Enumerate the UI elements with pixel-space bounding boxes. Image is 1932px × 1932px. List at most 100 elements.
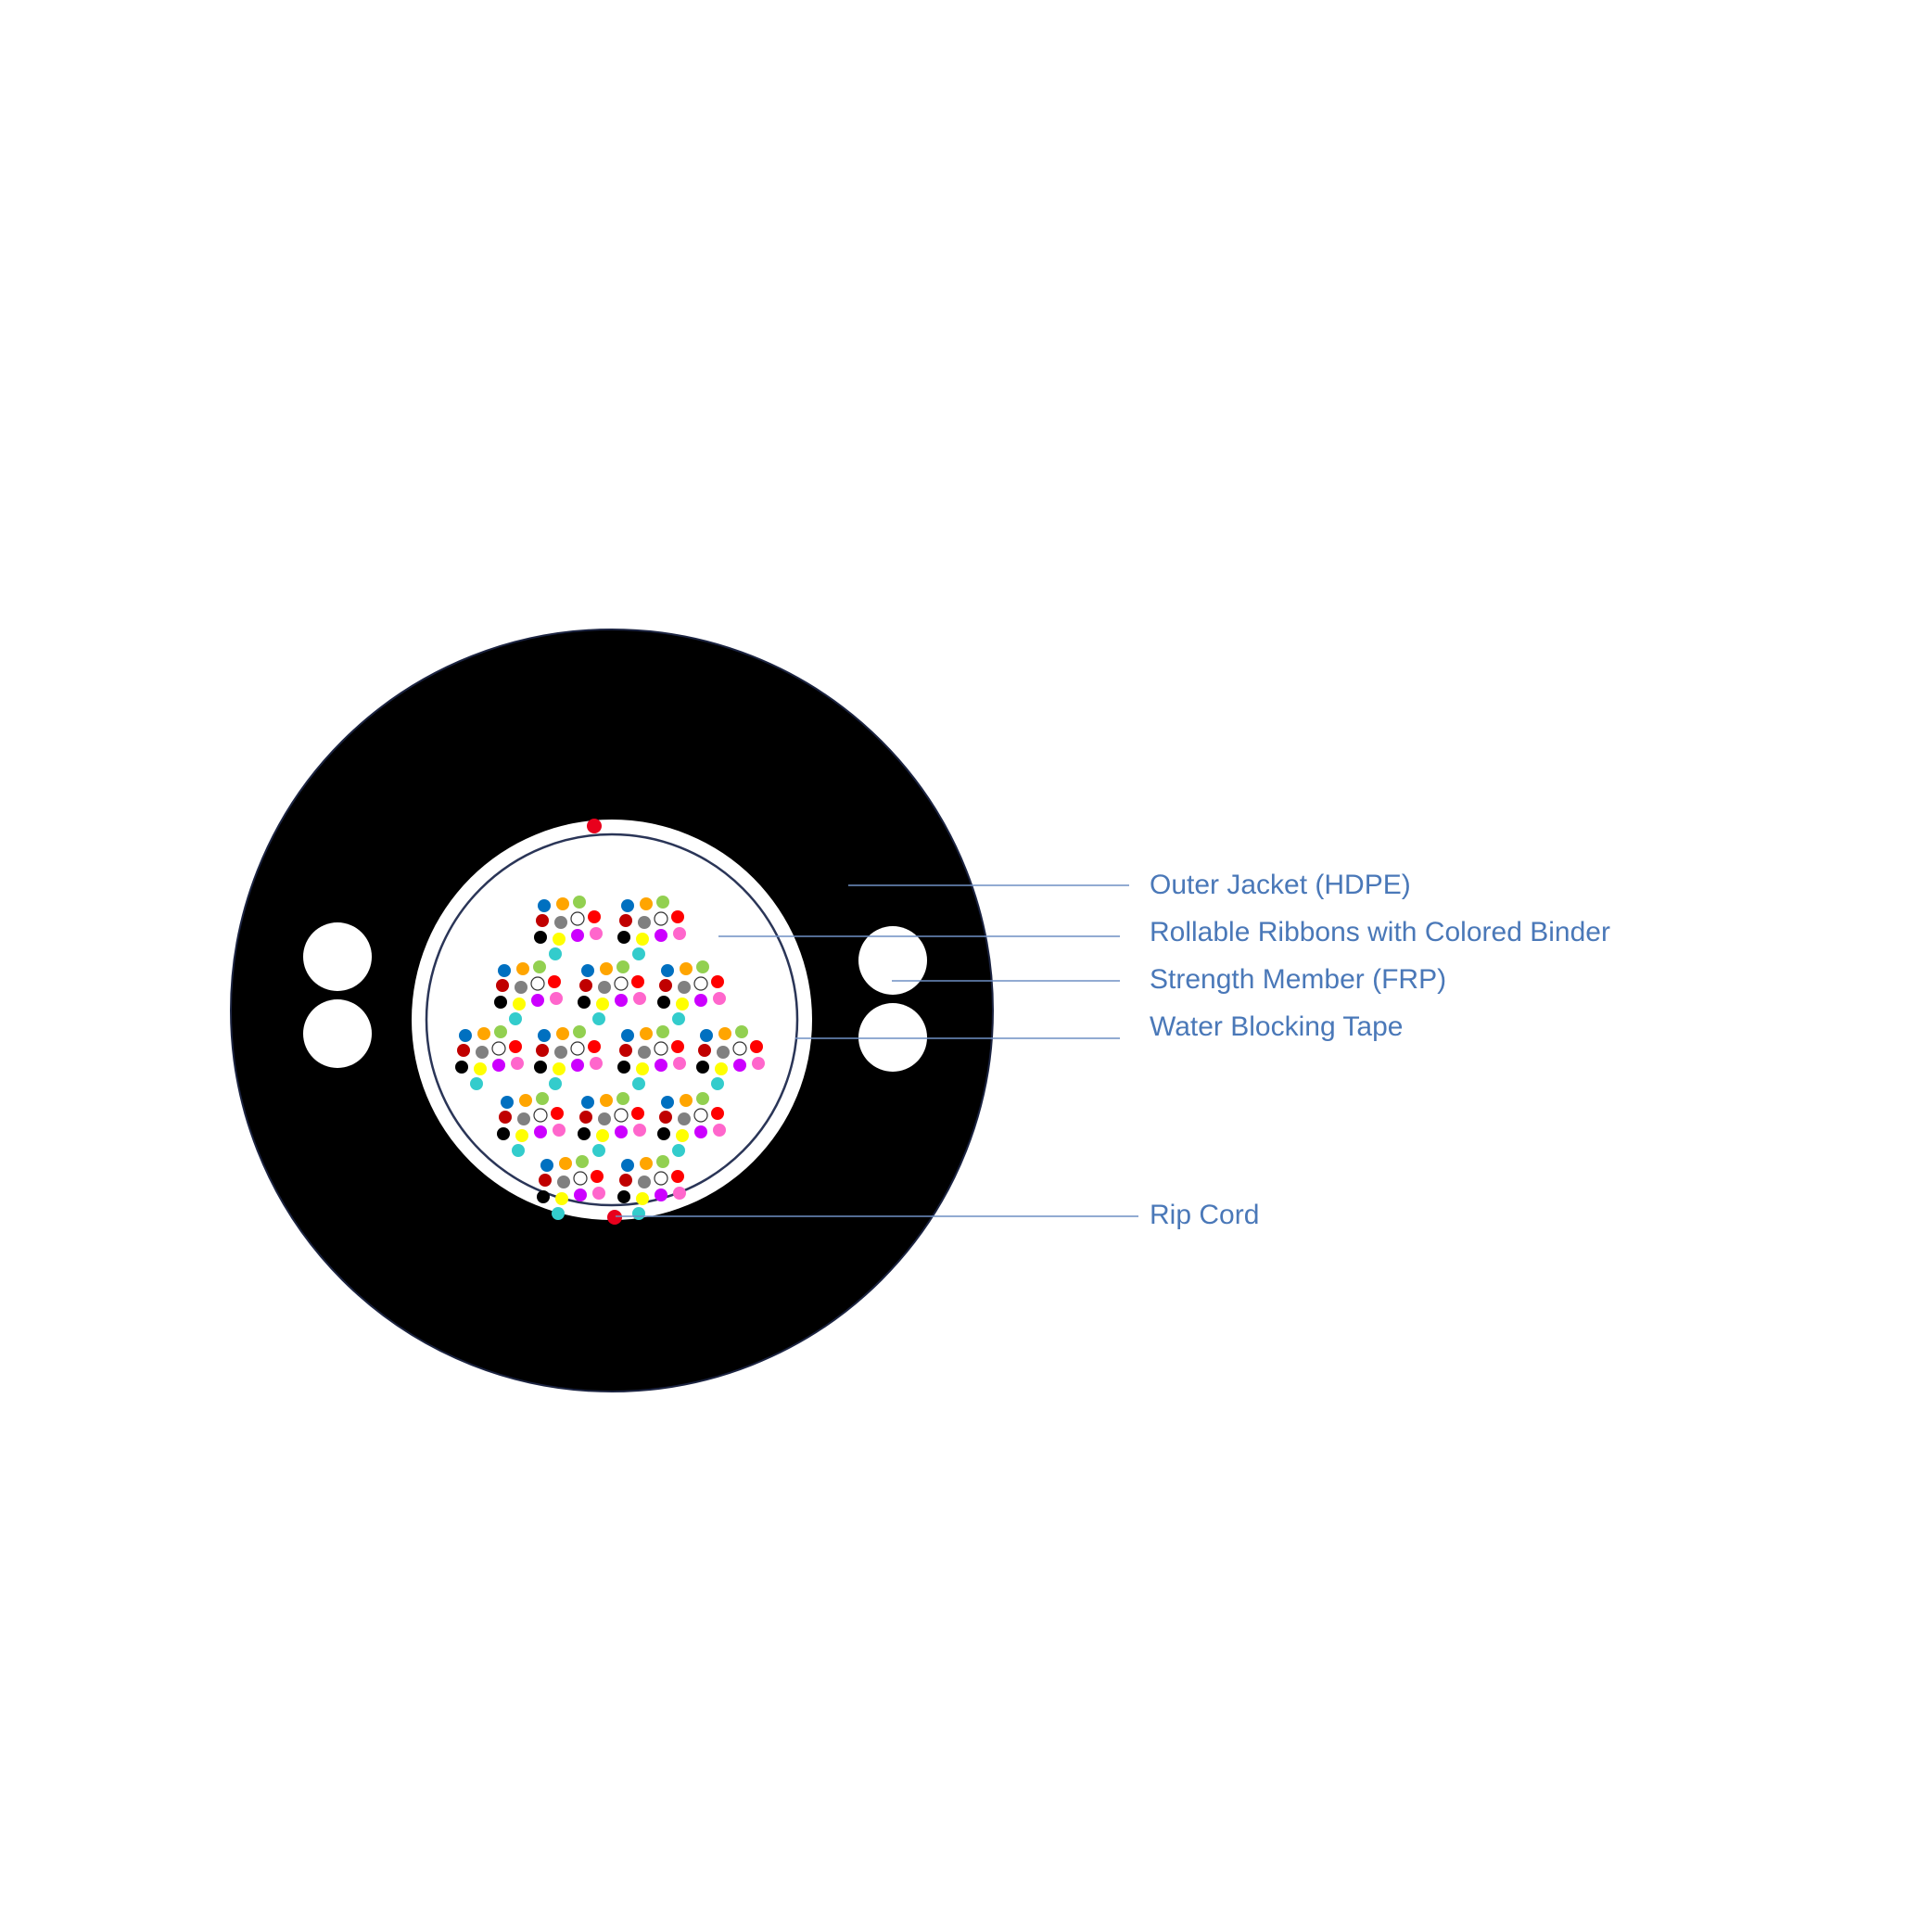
fiber-rose bbox=[713, 1124, 726, 1137]
fiber-orange bbox=[519, 1094, 532, 1107]
fiber-yellow bbox=[596, 1129, 609, 1142]
fiber-brown bbox=[619, 914, 632, 927]
fiber-aqua bbox=[552, 1207, 565, 1220]
fiber-red bbox=[588, 1040, 601, 1053]
fiber-slate bbox=[557, 1176, 570, 1188]
fiber-green bbox=[616, 1092, 629, 1105]
fiber-yellow bbox=[676, 998, 689, 1010]
fiber-yellow bbox=[555, 1192, 568, 1205]
ribbon-11 bbox=[578, 1092, 646, 1157]
fiber-violet bbox=[574, 1188, 587, 1201]
strength-members bbox=[303, 922, 927, 1072]
rip-cord-2 bbox=[607, 1210, 622, 1225]
fiber-blue bbox=[581, 964, 594, 977]
fiber-rose bbox=[673, 1187, 686, 1200]
fiber-black bbox=[534, 1061, 547, 1074]
fiber-violet bbox=[571, 1059, 584, 1072]
fiber-rose bbox=[553, 1124, 566, 1137]
fiber-slate bbox=[638, 916, 651, 929]
fiber-black bbox=[578, 1127, 591, 1140]
fiber-orange bbox=[556, 897, 569, 910]
label-outer-jacket: Outer Jacket (HDPE) bbox=[1150, 870, 1411, 900]
fiber-slate bbox=[638, 1046, 651, 1059]
strength-member-frp-2 bbox=[303, 999, 372, 1068]
fiber-orange bbox=[680, 1094, 693, 1107]
fiber-orange bbox=[477, 1027, 490, 1040]
fiber-red bbox=[671, 1170, 684, 1183]
fiber-blue bbox=[538, 1029, 551, 1042]
fiber-rose bbox=[592, 1187, 605, 1200]
strength-member-frp-3 bbox=[858, 926, 927, 995]
fiber-brown bbox=[539, 1174, 552, 1187]
fiber-black bbox=[497, 1127, 510, 1140]
fiber-violet bbox=[694, 994, 707, 1007]
fiber-white bbox=[533, 1108, 548, 1123]
fiber-brown bbox=[698, 1044, 711, 1057]
fiber-red bbox=[591, 1170, 604, 1183]
callouts: Outer Jacket (HDPE) Rollable Ribbons wit… bbox=[616, 870, 1610, 1230]
fiber-blue bbox=[621, 1159, 634, 1172]
fiber-brown bbox=[659, 979, 672, 992]
fiber-brown bbox=[536, 1044, 549, 1057]
fiber-red bbox=[551, 1107, 564, 1120]
fiber-brown bbox=[496, 979, 509, 992]
fiber-yellow bbox=[474, 1062, 487, 1075]
fiber-rose bbox=[673, 927, 686, 940]
fiber-yellow bbox=[596, 998, 609, 1010]
rip-cord-1 bbox=[587, 819, 602, 833]
fiber-brown bbox=[619, 1174, 632, 1187]
fiber-slate bbox=[515, 981, 527, 994]
fiber-yellow bbox=[515, 1129, 528, 1142]
strength-member-frp-4 bbox=[858, 1003, 927, 1072]
fiber-blue bbox=[501, 1096, 514, 1109]
fiber-orange bbox=[600, 1094, 613, 1107]
fiber-green bbox=[616, 960, 629, 973]
fiber-aqua bbox=[549, 947, 562, 960]
fiber-brown bbox=[499, 1111, 512, 1124]
fiber-violet bbox=[492, 1059, 505, 1072]
rip-cords bbox=[587, 819, 622, 1225]
fiber-red bbox=[671, 1040, 684, 1053]
label-water-blocking-tape: Water Blocking Tape bbox=[1150, 1011, 1403, 1042]
fiber-green bbox=[696, 1092, 709, 1105]
fiber-white bbox=[732, 1041, 747, 1056]
fiber-aqua bbox=[711, 1077, 724, 1090]
fiber-red bbox=[509, 1040, 522, 1053]
fiber-orange bbox=[640, 1157, 653, 1170]
fiber-violet bbox=[615, 994, 628, 1007]
strength-member-frp-1 bbox=[303, 922, 372, 991]
fiber-rose bbox=[633, 1124, 646, 1137]
fiber-black bbox=[657, 996, 670, 1009]
fiber-aqua bbox=[592, 1012, 605, 1025]
fiber-rose bbox=[713, 992, 726, 1005]
fiber-aqua bbox=[470, 1077, 483, 1090]
fiber-blue bbox=[661, 964, 674, 977]
fiber-violet bbox=[733, 1059, 746, 1072]
fiber-aqua bbox=[549, 1077, 562, 1090]
fiber-slate bbox=[554, 1046, 567, 1059]
fiber-aqua bbox=[509, 1012, 522, 1025]
fiber-white bbox=[614, 976, 629, 991]
ribbon-3 bbox=[494, 960, 563, 1025]
ribbon-12 bbox=[657, 1092, 726, 1157]
ribbon-7 bbox=[534, 1025, 603, 1090]
fiber-black bbox=[494, 996, 507, 1009]
fiber-orange bbox=[556, 1027, 569, 1040]
fiber-brown bbox=[619, 1044, 632, 1057]
fiber-orange bbox=[600, 962, 613, 975]
cable-core bbox=[412, 820, 812, 1220]
fiber-orange bbox=[640, 897, 653, 910]
fiber-violet bbox=[655, 1059, 667, 1072]
fiber-green bbox=[656, 1155, 669, 1168]
fiber-white bbox=[614, 1108, 629, 1123]
fiber-slate bbox=[638, 1176, 651, 1188]
fiber-white bbox=[491, 1041, 506, 1056]
fiber-red bbox=[750, 1040, 763, 1053]
fiber-red bbox=[711, 1107, 724, 1120]
fiber-white bbox=[693, 1108, 708, 1123]
fiber-blue bbox=[700, 1029, 713, 1042]
fiber-rose bbox=[752, 1057, 765, 1070]
fiber-brown bbox=[457, 1044, 470, 1057]
fiber-black bbox=[537, 1190, 550, 1203]
fiber-red bbox=[548, 975, 561, 988]
